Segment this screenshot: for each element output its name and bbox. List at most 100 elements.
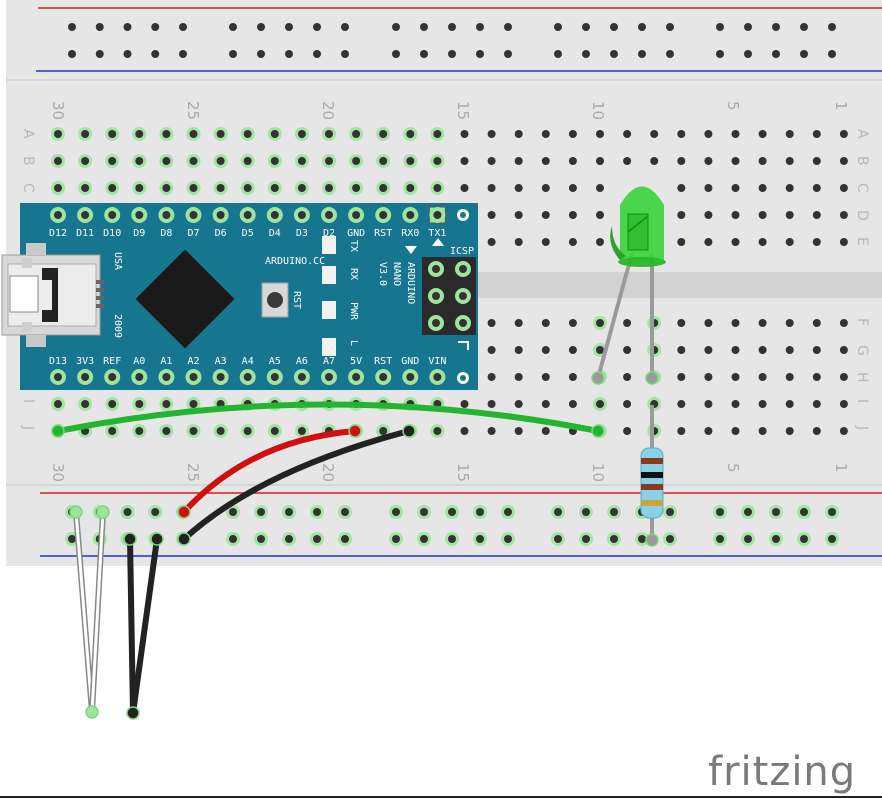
breadboard-hole (541, 346, 550, 354)
breadboard-hole (162, 400, 171, 408)
breadboard-hole (839, 346, 848, 354)
breadboard-hole (731, 211, 740, 219)
breadboard-hole (487, 427, 496, 435)
breadboard-hole (731, 427, 740, 435)
wire-end (177, 505, 191, 519)
breadboard-hole (758, 184, 767, 192)
rx-led (322, 266, 336, 284)
breadboard-hole (785, 157, 794, 165)
red-wire[interactable] (181, 428, 358, 515)
column-number: 15 (454, 101, 472, 120)
wire-end (645, 533, 659, 547)
black-jumper-wire[interactable] (130, 536, 160, 716)
breadboard-hole (812, 184, 821, 192)
column-number: 5 (724, 101, 742, 111)
black-jumper-wire[interactable] (127, 536, 136, 716)
breadboard-hole (189, 184, 198, 192)
breadboard-hole (352, 184, 361, 192)
breadboard-hole (785, 427, 794, 435)
row-letter: B (20, 156, 36, 166)
breadboard-hole (541, 373, 550, 381)
rail-hole (392, 50, 400, 58)
wire-end (150, 532, 164, 546)
rail-hole (772, 508, 780, 516)
rail-hole (392, 535, 400, 543)
breadboard-hole (514, 238, 523, 246)
breadboard-hole (731, 346, 740, 354)
breadboard-hole (487, 373, 496, 381)
rail-hole (666, 50, 674, 58)
breadboard-hole (704, 157, 713, 165)
green-wire[interactable] (55, 401, 601, 434)
breadboard-hole (812, 427, 821, 435)
breadboard-hole (623, 157, 632, 165)
breadboard-hole (54, 184, 62, 192)
row-letter: F (854, 318, 870, 326)
breadboard-hole (650, 157, 659, 165)
breadboard-hole (677, 157, 686, 165)
breadboard-hole (541, 157, 550, 165)
breadboard-hole (541, 211, 550, 219)
rail-hole (420, 508, 428, 516)
rail-hole (582, 508, 590, 516)
breadboard-hole (568, 130, 577, 138)
rail-hole (68, 50, 76, 58)
breadboard-hole (54, 157, 62, 165)
breadboard-hole (379, 157, 388, 165)
arduino-pin-label: D6 (215, 228, 227, 239)
rail-hole (610, 23, 618, 31)
rail-hole (800, 508, 808, 516)
rail-hole (420, 535, 428, 543)
breadboard-hole (460, 184, 469, 192)
breadboard-hole (568, 373, 577, 381)
breadboard-hole (758, 400, 767, 408)
rail-hole (179, 50, 187, 58)
rail-hole (285, 23, 293, 31)
year-label: 2009 (112, 314, 123, 338)
breadboard-hole (514, 319, 523, 327)
breadboard-hole (162, 130, 171, 138)
breadboard-hole (189, 427, 198, 435)
rail-hole (229, 23, 237, 31)
breadboard-hole (677, 184, 686, 192)
reset-button[interactable] (261, 282, 289, 318)
breadboard-hole (81, 400, 90, 408)
black-wire[interactable] (181, 428, 412, 542)
breadboard-hole (704, 373, 713, 381)
arduino-pin-label: RST (374, 356, 392, 367)
rail-hole (95, 50, 104, 58)
breadboard-hole (379, 130, 388, 138)
rail-hole (744, 508, 752, 516)
arduino-pin-label: 3V3 (76, 356, 94, 367)
rail-hole (313, 50, 321, 58)
center-channel (478, 272, 882, 298)
breadboard-hole (325, 184, 333, 192)
breadboard-hole (108, 184, 117, 192)
wire-end (591, 424, 605, 438)
breadboard-hole (596, 319, 604, 327)
breadboard-hole (812, 373, 821, 381)
breadboard-hole (135, 400, 144, 408)
breadboard-hole (812, 319, 821, 327)
breadboard-hole (243, 427, 252, 435)
breadboard-hole (758, 319, 767, 327)
rail-hole (666, 23, 674, 31)
row-letter: J (854, 425, 870, 430)
rail-hole (666, 508, 674, 516)
rail-hole (828, 535, 836, 543)
breadboard-hole (81, 157, 90, 165)
breadboard-hole (514, 427, 523, 435)
breadboard-hole (731, 400, 740, 408)
breadboard-hole (839, 373, 848, 381)
wire-end (645, 371, 659, 385)
wire-end (123, 532, 137, 546)
rail-hole (420, 23, 428, 31)
column-number: 1 (832, 463, 850, 473)
microcontroller-chip (135, 249, 235, 349)
rail-hole (554, 508, 562, 516)
arduino-pin-label: D12 (49, 228, 67, 239)
breadboard-hole (216, 130, 225, 138)
row-letter: A (854, 129, 870, 139)
breadboard-hole (514, 184, 523, 192)
breadboard-hole (596, 211, 604, 219)
